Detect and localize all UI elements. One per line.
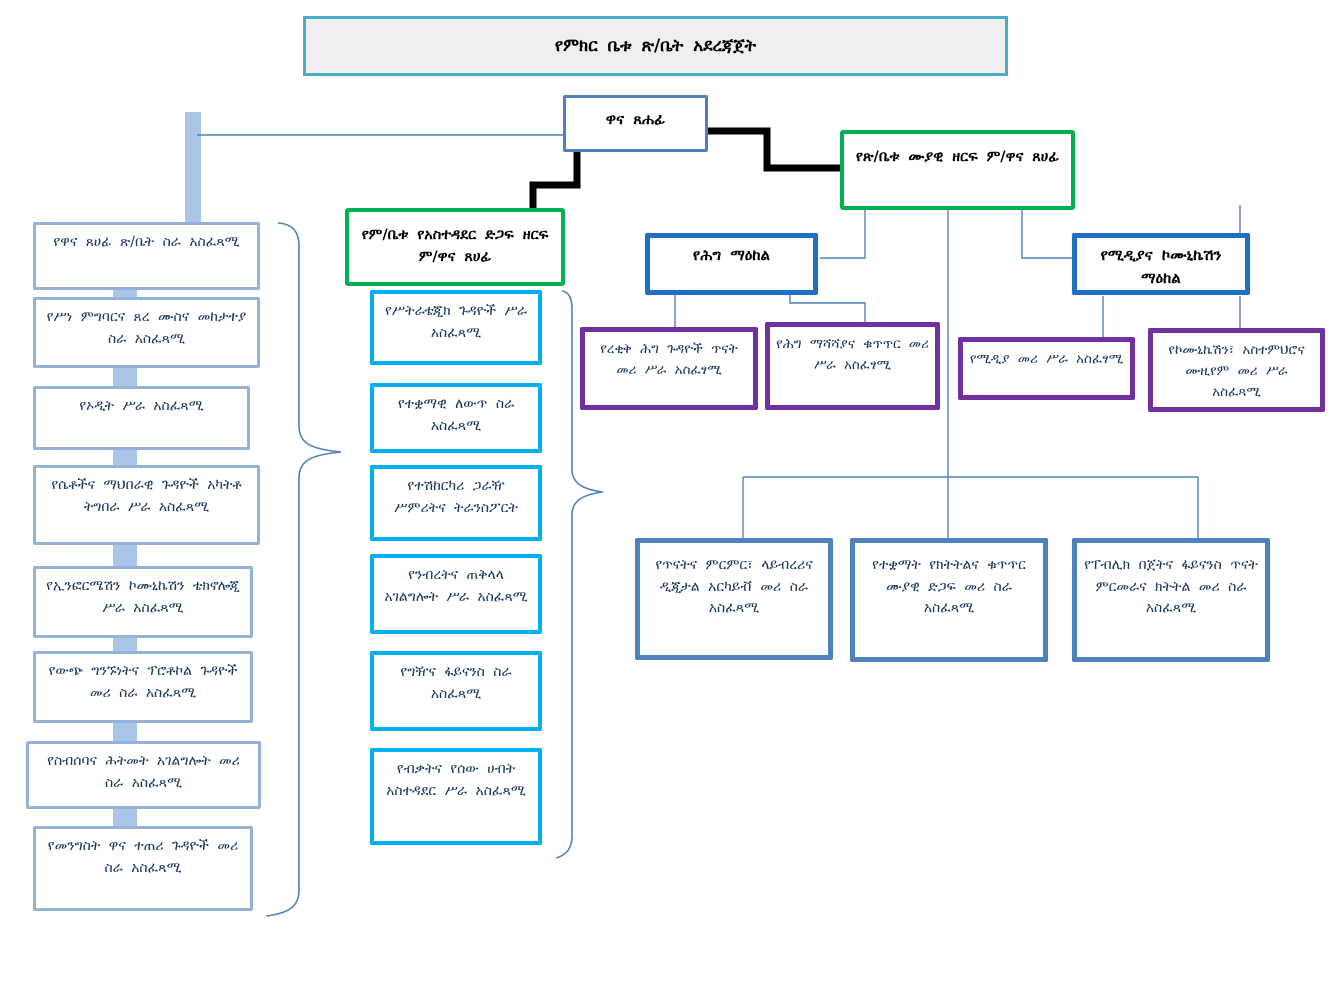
box-vehicle-garage-transport: የተሽከርካሪ ጋራዥ ሥምሪትና ትራንስፖርት [370,465,542,541]
box-label: የተቋማት የክትትልና ቁጥጥር ሙያዊ ድጋፍ መሪ ስራ አስፈጻሚ [872,557,1026,617]
box-admin-support-deputy: የም/ቤቱ የአስተዳደር ድጋፍ ዘርፍ ም/ዋና ጸሀፊ [345,208,565,286]
box-hr-competence-administration: የብቃትና የሰው ሀብት አስተዳደር ሥራ አስፈጻሚ [370,748,542,845]
box-public-budget-finance-study: የፐብሊክ በጀትና ፋይናንስ ጥናት ምርመራና ክትትል መሪ ስራ አስ… [1072,538,1270,662]
box-label: የውጭ ግንኙነትና ፕሮቶኮል ጉዳዮች መሪ ስራ አስፈጻሚ [48,663,238,701]
black-elbow-secretary-to-prof-deputy [707,127,842,172]
box-institutions-oversight-support: የተቋማት የክትትልና ቁጥጥር ሙያዊ ድጋፍ መሪ ስራ አስፈጻሚ [850,538,1048,662]
box-label: የኮሙኒኬሽን፣ አስተምህሮና ሙዚየም መሪ ሥራ አስፈጻሚ [1168,342,1305,400]
box-label: ዋና ጸሐፊ [605,110,666,128]
box-label: የጥናትና ምርምር፣ ላይብረሪና ዲጂታል አርካይቭ መሪ ስራ አስፈጻ… [655,557,813,617]
box-label: የፐብሊክ በጀትና ፋይናንስ ጥናት ምርመራና ክትትል መሪ ስራ አስ… [1084,557,1258,617]
left-column-stub [113,541,137,568]
box-label: የኢንፎርሜሽን ኮሙኒኬሽን ቴክኖሎጂ ሥራ አስፈጻሚ [46,578,240,616]
box-label: የሥነ ምግባርና ጸረ ሙስና መከታተያ ስራ አስፈጻሚ [46,309,247,347]
box-label: የጽ/ቤቱ ሙያዊ ዘርፍ ም/ዋና ጸሀፊ [855,149,1060,165]
box-label: የረቂቅ ሕግ ጉዳዮች ጥናት መሪ ሥራ አስፈፃሚ [600,341,738,378]
box-strategic-affairs: የሥትራቴጂክ ጉዳዮች ሥራ አስፈጻሚ [370,290,542,365]
box-label: የሴቶችና ማህበራዊ ጉዳዮች አካትቶ ትግበራ ሥራ አስፈጻሚ [51,477,242,515]
left-column-stub [113,806,137,828]
box-label: የም/ቤቱ የአስተዳደር ድጋፍ ዘርፍ ም/ዋና ጸሀፊ [361,227,549,266]
box-chief-secretary: ዋና ጸሐፊ [563,95,708,152]
box-foreign-relations-protocol: የውጭ ግንኙነትና ፕሮቶኮል ጉዳዮች መሪ ስራ አስፈጻሚ [33,651,253,723]
box-label: የግዥና ፋይናንስ ስራ አስፈጻሚ [400,664,512,702]
box-research-library-archive: የጥናትና ምርምር፣ ላይብረሪና ዲጂታል አርካይቭ መሪ ስራ አስፈጻ… [635,538,833,660]
box-label: የኦዲት ሥራ አስፈጻሚ [79,398,204,414]
elbow-deputy-to-law-center [820,210,866,259]
box-women-social-affairs: የሴቶችና ማህበራዊ ጉዳዮች አካትቶ ትግበራ ሥራ አስፈጻሚ [33,465,260,545]
box-media-communication-center: የሚዲያና ኮሙኒኬሽን ማዕከል [1072,233,1250,295]
box-label: የዋና ጸሀፊ ጽ/ቤት ስራ አስፈጻሚ [53,234,240,250]
black-elbow-secretary-to-admin-deputy [529,150,581,210]
box-label: የሕግ ማሻሻያና ቁጥጥር መሪ ሥራ አስፈፃሚ [776,336,929,373]
box-label: የሚዲያ መሪ ሥራ አስፈፃሚ [969,351,1124,367]
left-column-stub [113,636,137,653]
elbow-deputy-to-media-center [1021,210,1072,259]
box-label: የተሽከርካሪ ጋራዥ ሥምሪትና ትራንስፖርት [394,478,518,516]
box-label: የስብሰባና ሕትመት አገልግሎት መሪ ስራ አስፈጻሚ [47,753,240,791]
left-group-brace [265,222,342,917]
box-communication-museum: የኮሙኒኬሽን፣ አስተምህሮና ሙዚየም መሪ ሥራ አስፈጻሚ [1148,328,1325,412]
box-property-general-service: የንብረትና ጠቅላላ አገልግሎት ሥራ አስፈጻሚ [370,554,542,634]
box-label: የሕግ ማዕከል [692,246,771,264]
box-label: የሥትራቴጂክ ጉዳዮች ሥራ አስፈጻሚ [385,303,527,341]
page-title: የምክር ቤቱ ጽ/ቤት አደረጃጀት [303,16,1008,76]
box-meeting-printing-service: የስብሰባና ሕትመት አገልግሎት መሪ ስራ አስፈጻሚ [26,741,261,809]
box-media-lead-executive: የሚዲያ መሪ ሥራ አስፈፃሚ [958,337,1135,400]
box-institutional-change: የተቋማዊ ለውጥ ስራ አስፈጻሚ [370,383,542,453]
box-professional-sector-deputy: የጽ/ቤቱ ሙያዊ ዘርፍ ም/ዋና ጸሀፊ [840,130,1075,210]
box-ethics-anticorruption: የሥነ ምግባርና ጸረ ሙስና መከታተያ ስራ አስፈጻሚ [33,297,260,368]
left-column-stub [113,446,137,468]
box-label: የንብረትና ጠቅላላ አገልግሎት ሥራ አስፈጻሚ [384,567,528,605]
box-draft-law-study: የረቂቅ ሕግ ጉዳዮች ጥናት መሪ ሥራ አስፈፃሚ [580,327,758,410]
left-column-stub [113,721,137,743]
elbow-law-to-amendment [789,295,866,322]
box-label: የሚዲያና ኮሙኒኬሽን ማዕከል [1100,246,1222,288]
box-chief-secretary-office: የዋና ጸሀፊ ጽ/ቤት ስራ አስፈጻሚ [33,222,260,290]
box-audit: የኦዲት ሥራ አስፈጻሚ [33,386,250,450]
box-ict: የኢንፎርሜሽን ኮሙኒኬሽን ቴክኖሎጂ ሥራ አስፈጻሚ [33,566,253,638]
box-law-center: የሕግ ማዕከል [645,233,818,295]
pale-connector-bar [185,112,201,224]
left-column-stub [113,364,137,386]
box-label: የብቃትና የሰው ሀብት አስተዳደር ሥራ አስፈጻሚ [386,761,526,799]
box-government-chief-whip-affairs: የመንግስት ዋና ተጠሪ ጉዳዮች መሪ ስራ አስፈጻሚ [33,826,253,911]
box-procurement-finance: የግዥና ፋይናንስ ስራ አስፈጻሚ [370,651,542,731]
box-label: የመንግስት ዋና ተጠሪ ጉዳዮች መሪ ስራ አስፈጻሚ [47,838,239,876]
box-label: የተቋማዊ ለውጥ ስራ አስፈጻሚ [397,396,515,434]
page-title-label: የምክር ቤቱ ጽ/ቤት አደረጃጀት [554,36,757,56]
box-law-amendment-control: የሕግ ማሻሻያና ቁጥጥር መሪ ሥራ አስፈፃሚ [765,322,940,410]
